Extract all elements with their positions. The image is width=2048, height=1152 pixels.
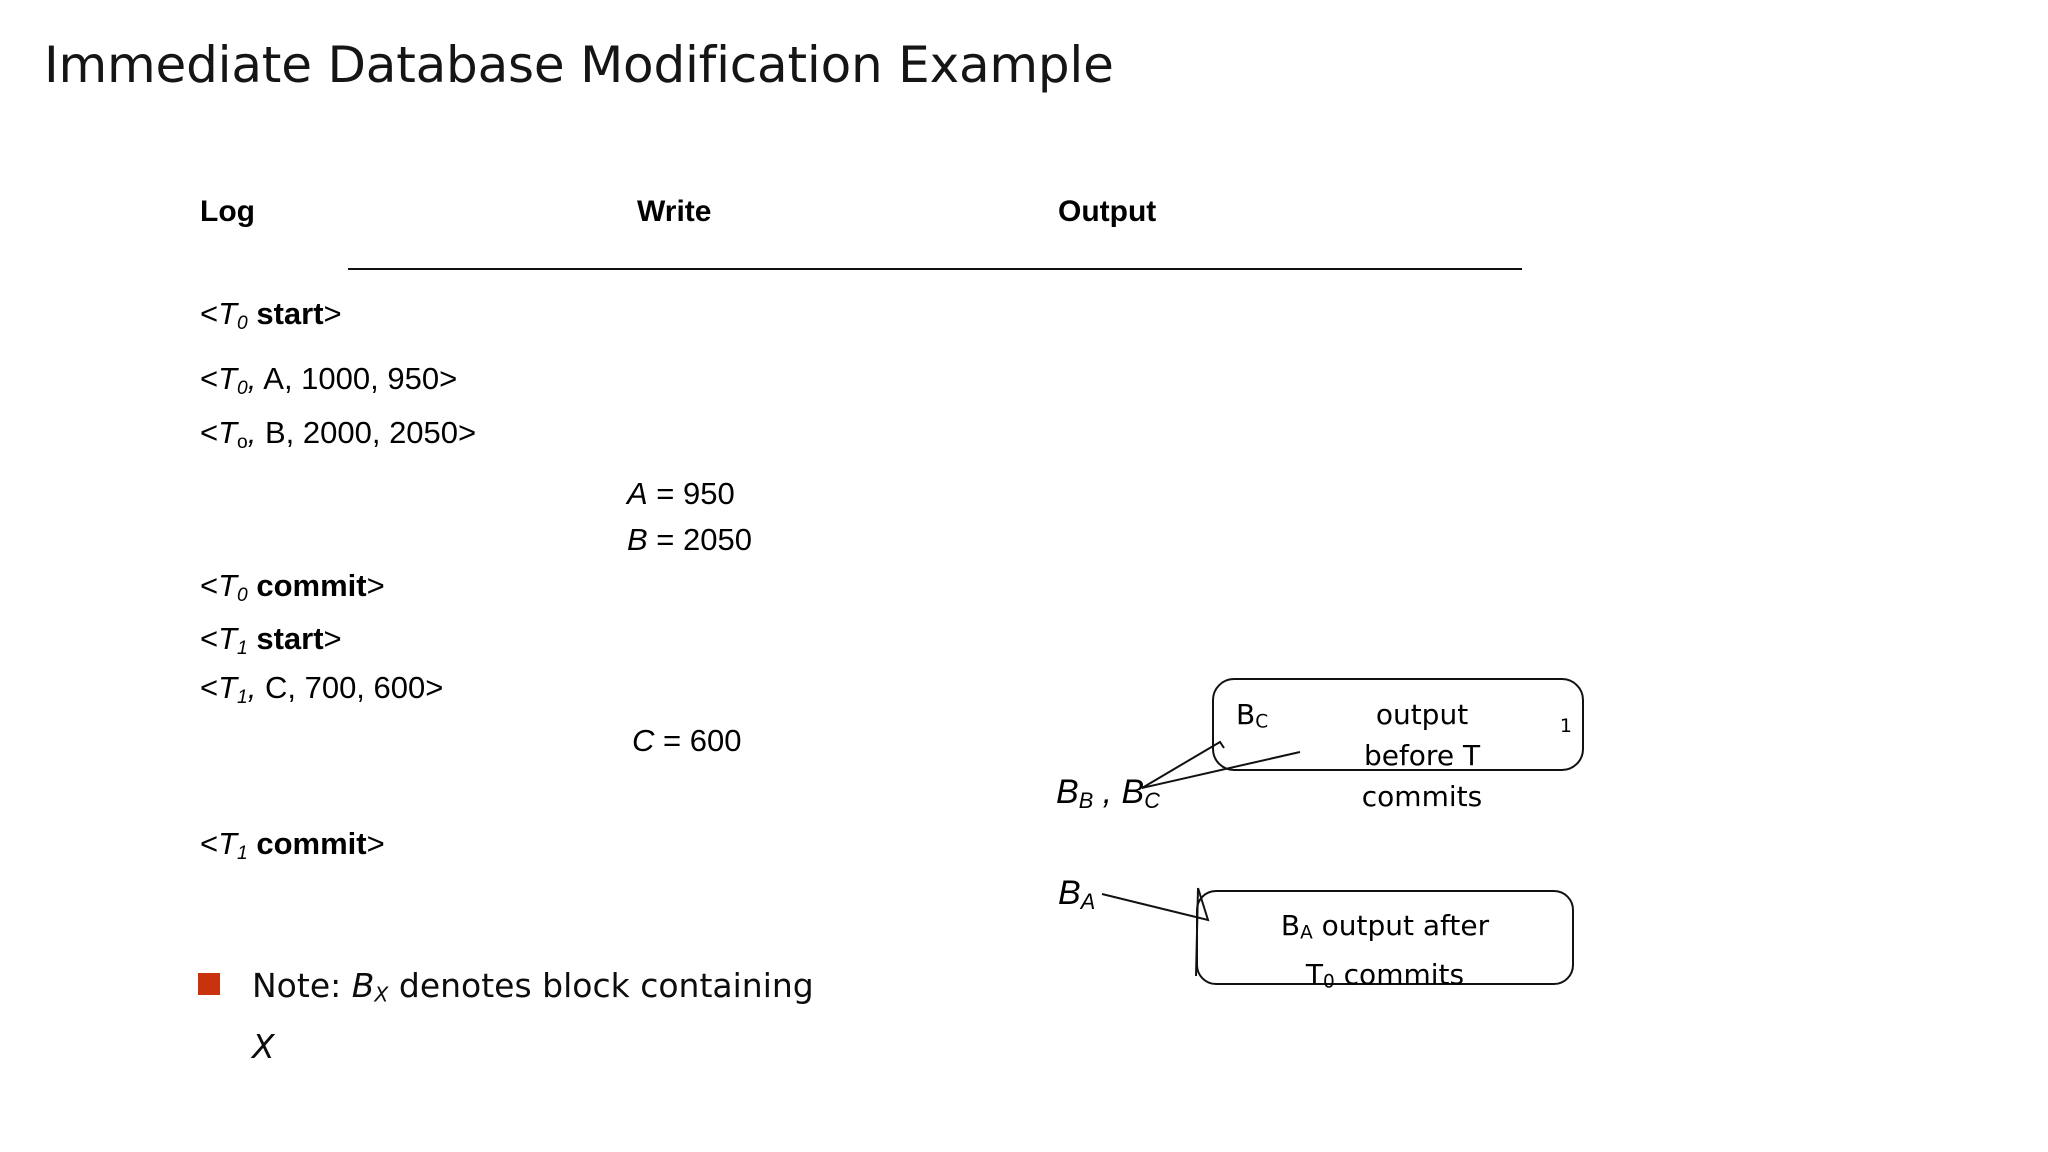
log-entry-t0-a: <T0, A, 1000, 950>	[200, 363, 457, 398]
write-entry-c: C = 600	[632, 725, 741, 756]
callout-ba-line2-sub: 0	[1323, 971, 1335, 993]
output-block-label-text: BA	[1058, 874, 1096, 914]
log-entry-t0-commit: <T0 commit>	[200, 570, 385, 605]
callout-ba-line2-body: commits	[1334, 957, 1465, 991]
write-value: 600	[689, 723, 742, 758]
callout-ba-line1: BA output after	[1280, 909, 1490, 944]
callout-bc-subject-sub: C	[1255, 711, 1269, 733]
column-header-log: Log	[200, 195, 255, 228]
write-equals: =	[654, 723, 690, 758]
callout-bc-line1: output	[1375, 698, 1469, 731]
log-entry-t1-commit: <T1 commit>	[200, 828, 385, 863]
note-prefix: Note:	[252, 966, 352, 1005]
callout-bc-body: output before T commits	[1322, 694, 1522, 817]
note-variable: BX	[351, 966, 389, 1007]
log-entry-text: <T0 start>	[200, 296, 342, 334]
log-entry-text: <T0 commit>	[200, 568, 385, 606]
output-block-bb-bc: BB , BC	[1056, 775, 1160, 812]
note-variable-sub: X	[374, 982, 389, 1007]
callout-ba-line2: T0 commits	[1305, 957, 1465, 993]
header-divider	[348, 268, 1522, 270]
log-entry-text: <T1, C, 700, 600>	[200, 670, 444, 708]
write-equals: =	[647, 522, 684, 557]
page-title: Immediate Database Modification Example	[44, 36, 1114, 94]
callout-ba-text: BA output after T0 commits	[1206, 905, 1564, 1002]
log-entry-text: <T0, A, 1000, 950>	[200, 361, 458, 399]
callout-ba-line1-sub: A	[1300, 922, 1313, 944]
callout-bc-subject: BC	[1236, 698, 1269, 733]
write-value: 950	[683, 476, 735, 511]
write-entry-a: A = 950	[627, 478, 735, 509]
callout-bc-line3: commits	[1361, 780, 1483, 813]
callout-bc-leader-lines	[1141, 740, 1301, 789]
write-equals: =	[647, 476, 684, 511]
callout-bc-text: BC output before T commits 1	[1236, 694, 1572, 817]
callout-ba-line1-body: output after	[1312, 909, 1490, 942]
log-entry-t0-start: <T0 start>	[200, 298, 342, 333]
callout-ba-leader-lines	[1101, 887, 1210, 977]
log-entry-text: <T1 commit>	[200, 826, 385, 864]
log-entry-text: <T1 start>	[200, 621, 342, 659]
callout-box-bc	[1212, 678, 1584, 771]
callout-bc-superscript: 1	[1559, 715, 1572, 737]
write-variable: A	[627, 476, 648, 511]
column-header-write: Write	[637, 195, 712, 228]
output-block-ba: BA	[1058, 876, 1095, 913]
callout-bc-line2: before T	[1363, 739, 1481, 772]
note-bullet-icon	[198, 973, 220, 995]
note-second-line: X	[252, 1026, 275, 1066]
log-entry-text: <To, B, 2000, 2050>	[200, 415, 477, 453]
note-text: Note: BX denotes block containing X	[252, 960, 892, 1073]
log-entry-t0-b: <To, B, 2000, 2050>	[200, 417, 476, 452]
write-variable: C	[632, 723, 655, 758]
write-variable: B	[627, 522, 648, 557]
write-entry-b: B = 2050	[627, 524, 752, 555]
log-entry-t1-c: <T1, C, 700, 600>	[200, 672, 443, 707]
output-block-label-text: BB , BC	[1056, 773, 1160, 813]
log-entry-t1-start: <T1 start>	[200, 623, 342, 658]
note-body: denotes block containing	[388, 966, 814, 1005]
write-value: 2050	[683, 522, 752, 557]
column-header-output: Output	[1058, 195, 1157, 228]
